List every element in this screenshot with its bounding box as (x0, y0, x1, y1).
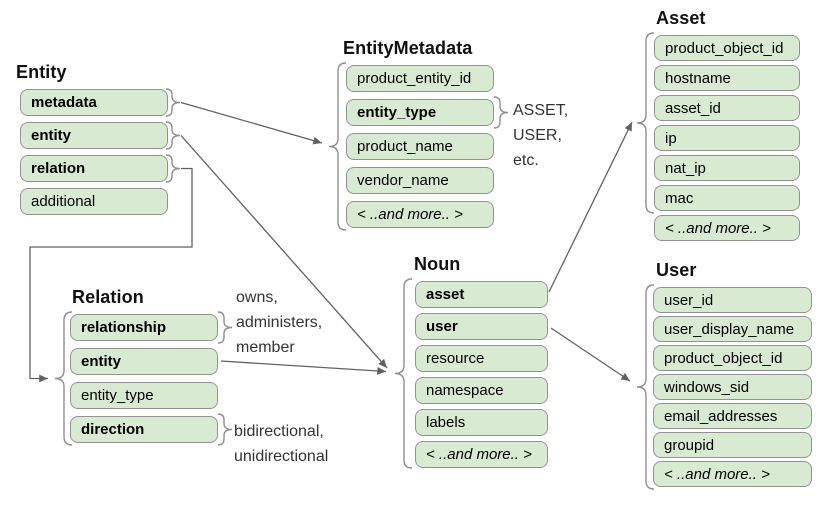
field-product-entity-id: product_entity_id (346, 65, 494, 92)
brace-relation-left (54, 311, 73, 446)
asset-title: Asset (656, 8, 706, 28)
field-entity-relation: relation (20, 155, 168, 182)
field-direction: direction (70, 416, 218, 443)
arrow-relation-entity-to-noun (220, 360, 387, 375)
brace-entity-relation-right (165, 154, 181, 183)
field-namespace: namespace (415, 377, 548, 404)
field-entity-entity: entity (20, 122, 168, 149)
entity-title: Entity (16, 62, 67, 82)
field-ip: ip (654, 125, 800, 151)
brace-asset-left (636, 32, 655, 214)
field-entitymetadata-and-more: < ..and more.. > (346, 201, 494, 228)
field-relation-entity: entity (70, 348, 218, 375)
relationship-values-line: owns, (236, 289, 278, 306)
noun-title: Noun (414, 254, 461, 274)
field-user-product-object-id: product_object_id (653, 345, 812, 371)
entity-box: Entity metadata entity relation addition… (16, 62, 168, 221)
field-relation-entity-type: entity_type (70, 382, 218, 409)
brace-entity-entity-right (165, 121, 181, 150)
noun-box: Noun asset user resource namespace label… (414, 254, 548, 473)
user-title: User (656, 260, 697, 280)
field-entity-additional: additional (20, 188, 168, 215)
brace-noun-left (394, 278, 413, 469)
entity-type-values-line: etc. (513, 152, 539, 169)
brace-direction-right (217, 413, 233, 446)
field-labels: labels (415, 409, 548, 436)
field-product-name: product_name (346, 133, 494, 160)
brace-entity-type-right (493, 96, 509, 129)
field-asset-product-object-id: product_object_id (654, 35, 800, 61)
user-box: User user_id user_display_name product_o… (653, 260, 812, 490)
brace-entity-metadata-right (165, 88, 181, 117)
arrow-noun-user-to-user (550, 327, 631, 382)
entity-type-values-note: ASSET, USER, etc. (513, 98, 568, 173)
entitymetadata-box: EntityMetadata product_entity_id entity_… (343, 38, 494, 235)
relation-box: Relation relationship entity entity_type… (70, 287, 218, 450)
arrow-metadata-to-entitymetadata (180, 101, 323, 145)
field-groupid: groupid (653, 432, 812, 458)
field-user-and-more: < ..and more.. > (653, 461, 812, 487)
arrow-entity-to-noun (180, 135, 388, 369)
brace-relationship-right (217, 311, 233, 344)
entity-type-values-line: ASSET, (513, 102, 569, 119)
field-noun-and-more: < ..and more.. > (415, 441, 548, 468)
field-hostname: hostname (654, 65, 800, 91)
entity-type-values-line: USER, (513, 127, 562, 144)
field-entity-metadata: metadata (20, 89, 168, 116)
arrow-relation-to-relation-box (29, 167, 193, 383)
field-user-id: user_id (653, 287, 812, 313)
relation-title: Relation (72, 287, 144, 307)
field-entity-type: entity_type (346, 99, 494, 126)
field-email-addresses: email_addresses (653, 403, 812, 429)
field-windows-sid: windows_sid (653, 374, 812, 400)
field-relationship: relationship (70, 314, 218, 341)
relationship-values-note: owns, administers, member (236, 285, 322, 360)
entitymetadata-title: EntityMetadata (343, 38, 473, 58)
direction-values-line: bidirectional, (234, 423, 324, 440)
field-user-display-name: user_display_name (653, 316, 812, 342)
brace-entitymetadata-left (328, 62, 347, 231)
arrow-noun-asset-to-asset (548, 121, 633, 293)
brace-user-left (636, 284, 655, 490)
field-noun-user: user (415, 313, 548, 340)
direction-values-note: bidirectional, unidirectional (234, 419, 328, 469)
relationship-values-line: member (236, 339, 295, 356)
asset-box: Asset product_object_id hostname asset_i… (654, 8, 800, 245)
direction-values-line: unidirectional (234, 448, 329, 465)
field-resource: resource (415, 345, 548, 372)
field-mac: mac (654, 185, 800, 211)
relationship-values-line: administers, (236, 314, 323, 331)
field-vendor-name: vendor_name (346, 167, 494, 194)
field-noun-asset: asset (415, 281, 548, 308)
field-nat-ip: nat_ip (654, 155, 800, 181)
field-asset-id: asset_id (654, 95, 800, 121)
field-asset-and-more: < ..and more.. > (654, 215, 800, 241)
